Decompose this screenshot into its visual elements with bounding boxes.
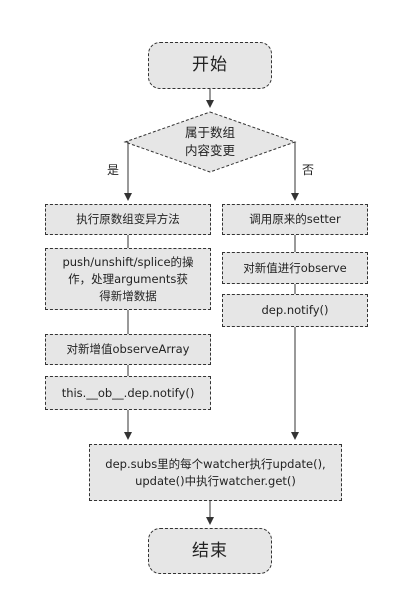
left-step-3-label: 对新增值observeArray	[66, 342, 190, 356]
decision-line-2: 内容变更	[184, 143, 235, 158]
branch-yes-label: 是	[107, 163, 120, 177]
left-step-4: this.__ob__.dep.notify()	[45, 376, 211, 410]
right-step-1-label: 调用原来的setter	[249, 212, 341, 226]
merge-line-1: dep.subs里的每个watcher执行update(),	[105, 456, 326, 471]
left-step-2-line-3: 得新增数据	[99, 288, 157, 303]
branch-no-label: 否	[302, 163, 315, 177]
merge-node: dep.subs里的每个watcher执行update(), update()中…	[89, 444, 342, 501]
right-step-2-label: 对新值进行observe	[243, 260, 347, 275]
arrow-yes-branch	[124, 141, 132, 201]
decision-diamond	[123, 111, 297, 173]
right-step-1: 调用原来的setter	[222, 204, 368, 235]
decision-line-1: 属于数组	[184, 125, 235, 140]
left-step-2-line-1: push/unshift/splice的操	[62, 254, 194, 269]
left-step-3: 对新增值observeArray	[45, 334, 211, 365]
right-step-3: dep.notify()	[222, 294, 368, 327]
start-label: 开始	[192, 55, 228, 75]
end-label: 结束	[192, 540, 228, 561]
end-node: 结束	[148, 528, 272, 574]
decision-label: 属于数组 内容变更	[160, 124, 260, 160]
merge-line-2: update()中执行watcher.get()	[135, 473, 296, 488]
left-step-4-label: this.__ob__.dep.notify()	[61, 385, 195, 400]
left-step-2-line-2: 作，处理arguments获	[68, 271, 188, 286]
right-step-3-label: dep.notify()	[261, 303, 329, 317]
right-step-2: 对新值进行observe	[222, 252, 368, 284]
left-step-2: push/unshift/splice的操 作，处理arguments获 得新增…	[45, 248, 211, 310]
left-step-1-label: 执行原数组变异方法	[76, 212, 180, 226]
left-step-1: 执行原数组变异方法	[45, 204, 211, 235]
start-node: 开始	[148, 42, 272, 89]
